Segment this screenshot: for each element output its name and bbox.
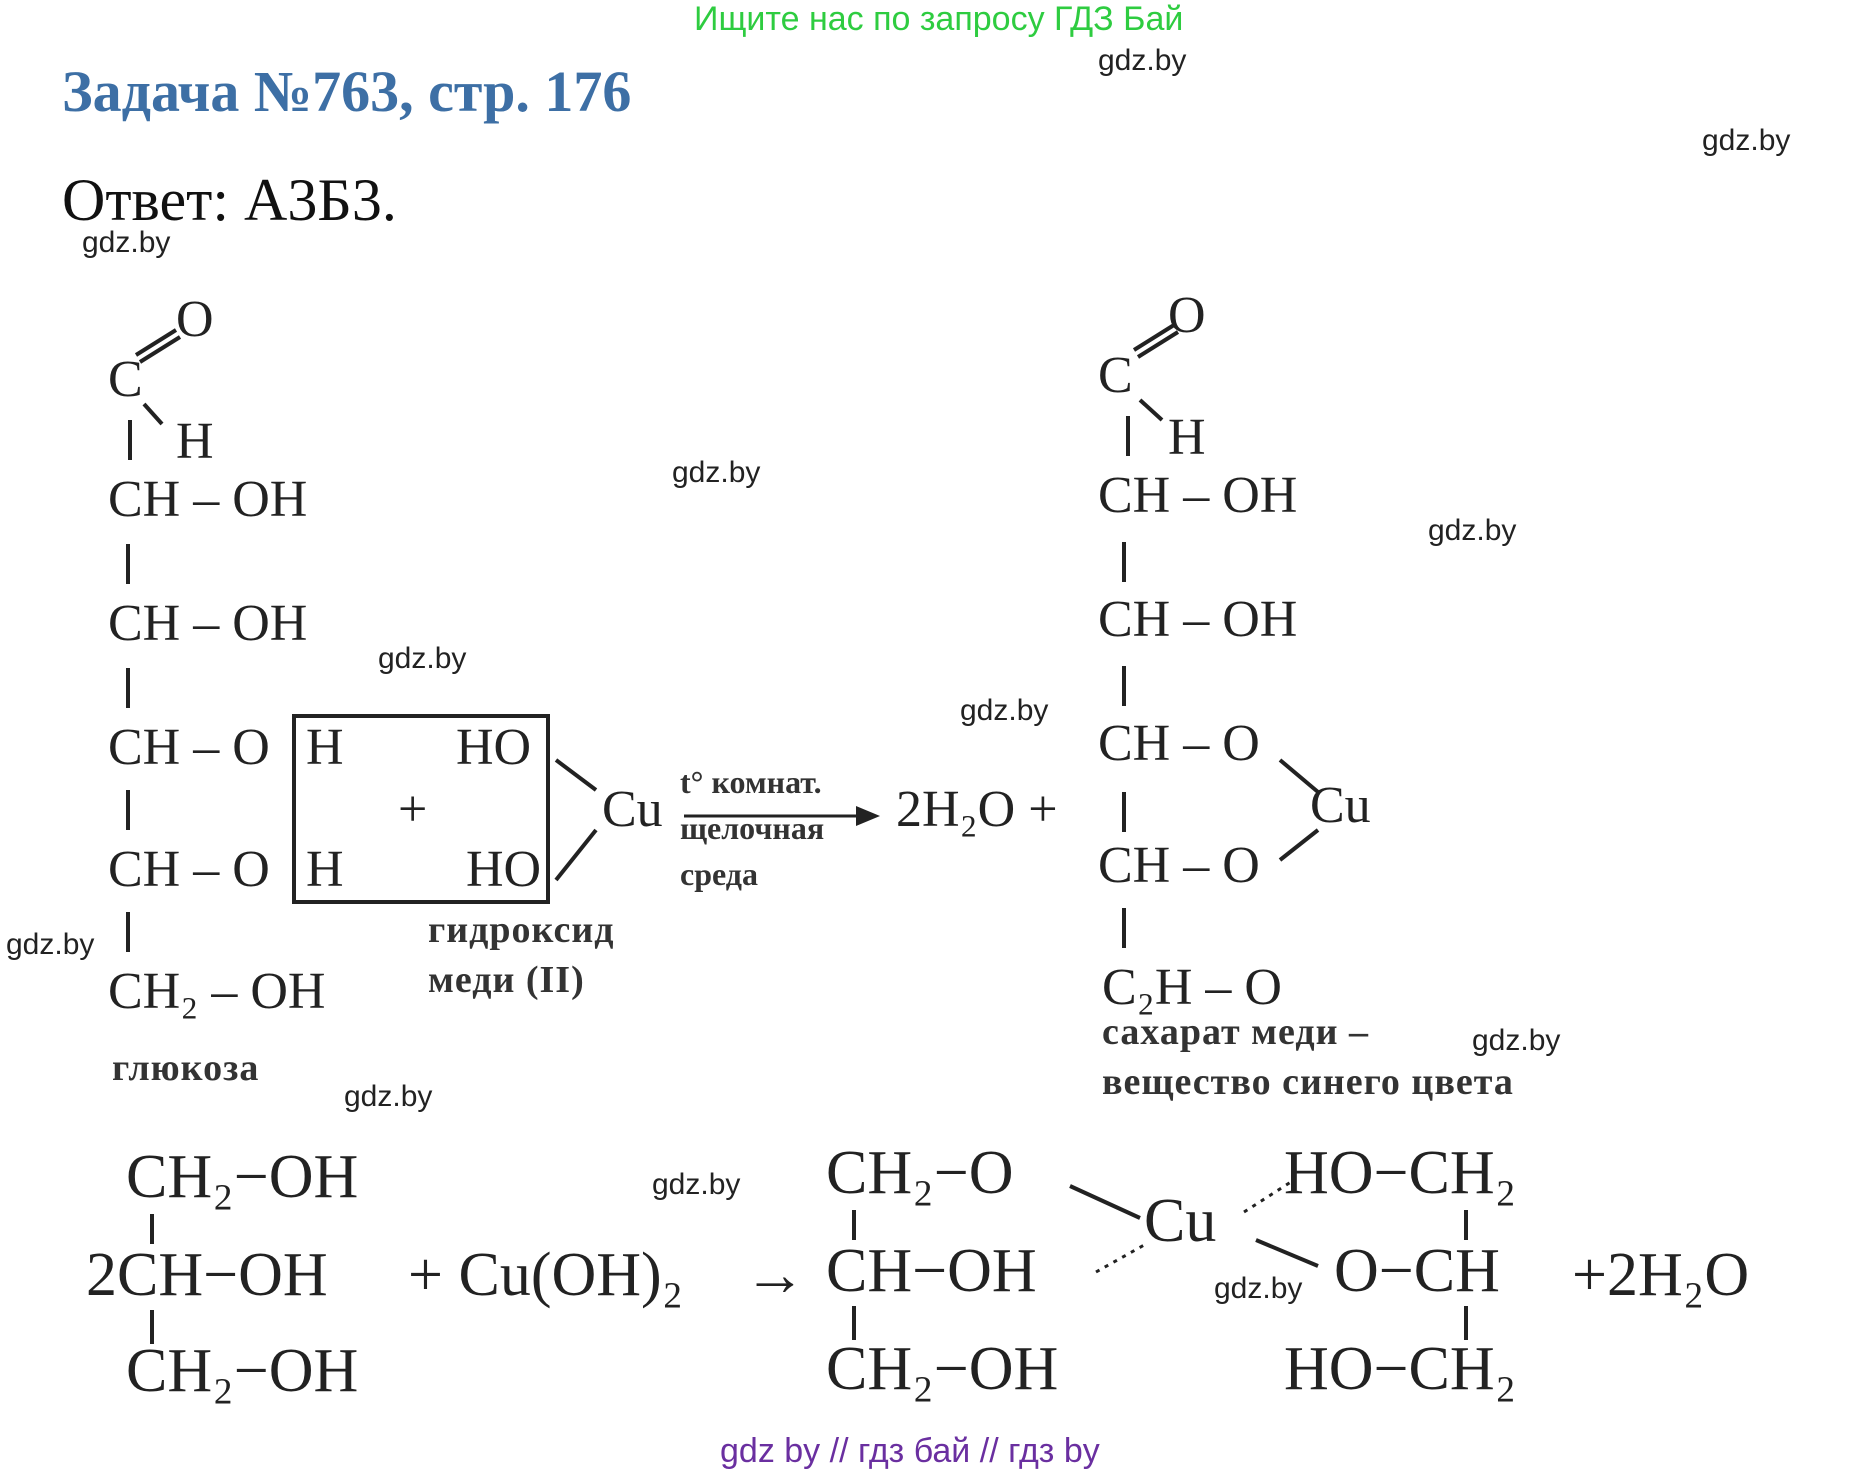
glucose-aldehyde-hydrogen: H xyxy=(176,413,214,470)
glucose-aldehyde-oxygen: O xyxy=(176,291,214,348)
glucose-carbon: C xyxy=(108,351,143,408)
glycerate-group: CH−OH xyxy=(826,1237,1037,1305)
reaction-condition: t° комнат. xyxy=(680,764,822,800)
glycerate-group: CH₂−O xyxy=(826,1139,1014,1207)
watermark: gdz.by xyxy=(672,456,761,489)
glucose-chain-group: CH – OH xyxy=(108,471,308,528)
watermark: gdz.by xyxy=(1472,1024,1561,1057)
glucose-chain-group: CH₂ – OH xyxy=(108,963,326,1020)
box-hydrogen: H xyxy=(306,841,344,898)
glycerol-group: CH₂−OH xyxy=(126,1337,359,1405)
watermark: gdz.by xyxy=(652,1168,741,1201)
copper-hydroxide-reagent: + Cu(OH)₂ xyxy=(408,1241,684,1309)
glycerate-copper: Cu xyxy=(1144,1187,1217,1255)
watermark: gdz.by xyxy=(1702,124,1791,157)
watermark: gdz.by xyxy=(82,226,171,259)
glycerate-group: O−CH xyxy=(1334,1237,1500,1305)
reaction-condition: щелочная xyxy=(680,810,825,846)
watermark: gdz.by xyxy=(1428,514,1517,547)
copper-symbol: Cu xyxy=(602,781,663,838)
watermark: gdz.by xyxy=(378,642,467,675)
glucose-chain-group: CH – OH xyxy=(108,595,308,652)
watermark: gdz.by xyxy=(1214,1272,1303,1305)
box-hydrogen: H xyxy=(306,719,344,776)
glycerate-group: CH₂−OH xyxy=(826,1335,1059,1403)
hydroxide-label: гидроксид xyxy=(428,909,615,951)
product-chain-group: CH – O xyxy=(1098,715,1260,772)
watermark: gdz.by xyxy=(960,694,1049,727)
product-aldehyde-hydrogen: H xyxy=(1168,409,1206,466)
footer-watermark: gdz by // гдз бай // гдз by xyxy=(720,1432,1100,1470)
glycerate-group: HO−CH₂ xyxy=(1284,1139,1517,1207)
watermark: gdz.by xyxy=(344,1080,433,1113)
water-product: 2H₂O + xyxy=(896,781,1058,838)
watermark: gdz.by xyxy=(1098,44,1187,77)
product-chain-group: CH – OH xyxy=(1098,591,1298,648)
product-chain-group: CH – O xyxy=(1098,837,1260,894)
glycerol-group: CH₂−OH xyxy=(126,1143,359,1211)
glucose-chain-group: CH – O xyxy=(108,719,270,776)
top-banner: Ищите нас по запросу ГДЗ Бай xyxy=(694,0,1184,38)
hydroxide-label: меди (II) xyxy=(428,959,585,1001)
product-copper: Cu xyxy=(1310,777,1371,834)
glycerol-group: 2CH−OH xyxy=(86,1241,328,1309)
product-chain-group: CH – OH xyxy=(1098,467,1298,524)
product-label: сахарат меди – xyxy=(1102,1011,1370,1053)
answer-text: Ответ: А3Б3. xyxy=(62,167,397,233)
glucose-chain-group: CH – O xyxy=(108,841,270,898)
page-title: Задача №763, стр. 176 xyxy=(62,59,632,124)
glucose-label: глюкоза xyxy=(112,1047,260,1089)
box-plus: + xyxy=(398,781,428,838)
reaction-arrow: → xyxy=(744,1241,806,1309)
product-carbon: C xyxy=(1098,347,1133,404)
glycerate-group: HO−CH₂ xyxy=(1284,1335,1517,1403)
product-label: вещество синего цвета xyxy=(1102,1061,1514,1103)
product-chain-group: C₂H – O xyxy=(1102,959,1282,1016)
box-hydroxyl: HO xyxy=(456,719,532,776)
box-hydroxyl: HO xyxy=(466,841,542,898)
reaction-condition: среда xyxy=(680,856,758,892)
product-aldehyde-oxygen: O xyxy=(1168,287,1206,344)
watermark: gdz.by xyxy=(6,928,95,961)
water-product: +2H₂O xyxy=(1572,1241,1750,1309)
